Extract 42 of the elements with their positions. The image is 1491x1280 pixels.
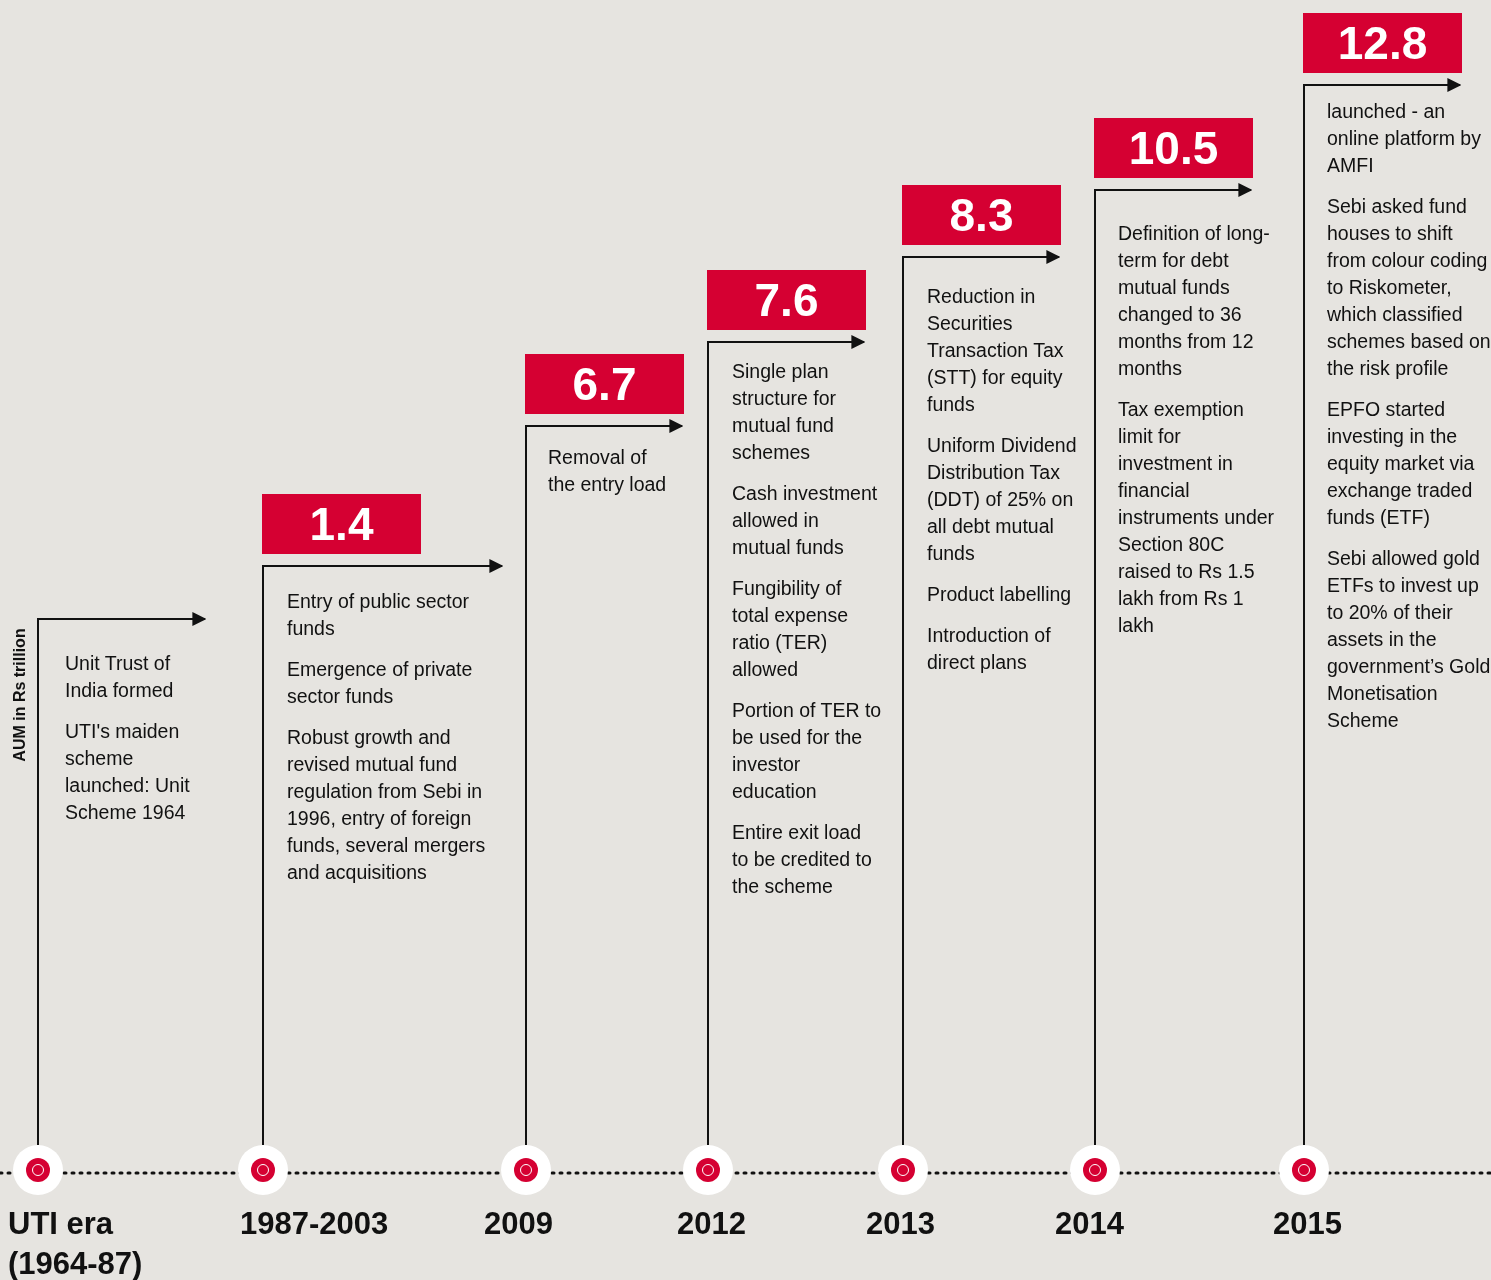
milestone-description: Definition of long-term for debt mutual funds changed to 36 months from 12 months — [1118, 221, 1271, 381]
year-label: UTI era (1964-87) — [8, 1205, 144, 1280]
timeline-arrow — [1303, 78, 1462, 1146]
milestone-description: Introduction of direct plans — [927, 623, 1052, 675]
milestone-description: Removal of the entry load — [548, 445, 668, 497]
axis-label: AUM in Rs trillion — [10, 628, 29, 762]
year-label: 2012 — [677, 1205, 747, 1243]
aum-value-box: 7.6 — [707, 270, 866, 330]
milestone-description: Uniform Dividend Distribution Tax (DDT) of 25% on all debt mutual funds — [927, 433, 1077, 566]
timeline-arrow — [262, 559, 504, 1146]
year-label: 2015 — [1273, 1205, 1343, 1243]
year-label: 1987-2003 — [240, 1205, 390, 1243]
timeline-arrow — [707, 335, 866, 1146]
milestone-description: Fungibility of total expense ratio (TER) allowed — [732, 576, 849, 682]
aum-value-box: 12.8 — [1303, 13, 1462, 73]
milestone-description: Reduction in Securities Transaction Tax (STT) for equity funds — [927, 284, 1065, 417]
milestone-description: launched - an online platform by AMFI — [1327, 99, 1482, 178]
milestone-description: Entire exit load to be credited to the scheme — [732, 820, 873, 899]
year-label: 2013 — [866, 1205, 936, 1243]
aum-value-box: 8.3 — [902, 185, 1061, 245]
milestone-description: Unit Trust of India formed — [65, 651, 175, 703]
milestone-description: UTI's maiden scheme launched: Unit Scheme 1964 — [65, 719, 191, 825]
timeline-arrow — [902, 250, 1061, 1146]
timeline-arrow — [1094, 183, 1253, 1146]
milestone-description: EPFO started investing in the equity market via exchange traded funds (ETF) — [1327, 397, 1476, 530]
timeline-arrow — [37, 612, 207, 1146]
milestone-description: Product labelling — [927, 582, 1073, 607]
milestone-description: Portion of TER to be used for the investor education — [732, 698, 882, 804]
timeline-arrow — [525, 419, 684, 1146]
year-label: 2014 — [1055, 1205, 1125, 1243]
milestone-description: Entry of public sector funds — [287, 589, 471, 641]
milestone-description: Sebi allowed gold ETFs to invest up to 20% of their assets in the government’s Gold Monetisation Scheme — [1327, 546, 1491, 733]
milestone-description: Tax exemption limit for investment in financial instruments under Section 80C raised to Rs 1.5 lakh from Rs 1 lakh — [1118, 397, 1276, 638]
aum-value-box: 6.7 — [525, 354, 684, 414]
milestone-description: Single plan structure for mutual fund schemes — [732, 359, 838, 465]
milestone-description: Cash investment allowed in mutual funds — [732, 481, 879, 560]
milestone-description: Robust growth and revised mutual fund regulation from Sebi in 1996, entry of foreign funds, several mergers and acquisitions — [287, 725, 487, 885]
milestone-description: Emergence of private sector funds — [287, 657, 474, 709]
aum-value-box: 10.5 — [1094, 118, 1253, 178]
milestone-description: Sebi asked fund houses to shift from colour coding to Riskometer, which classified schemes based on the risk profile — [1327, 194, 1491, 381]
year-label: 2009 — [484, 1205, 554, 1243]
aum-value-box: 1.4 — [262, 494, 421, 554]
